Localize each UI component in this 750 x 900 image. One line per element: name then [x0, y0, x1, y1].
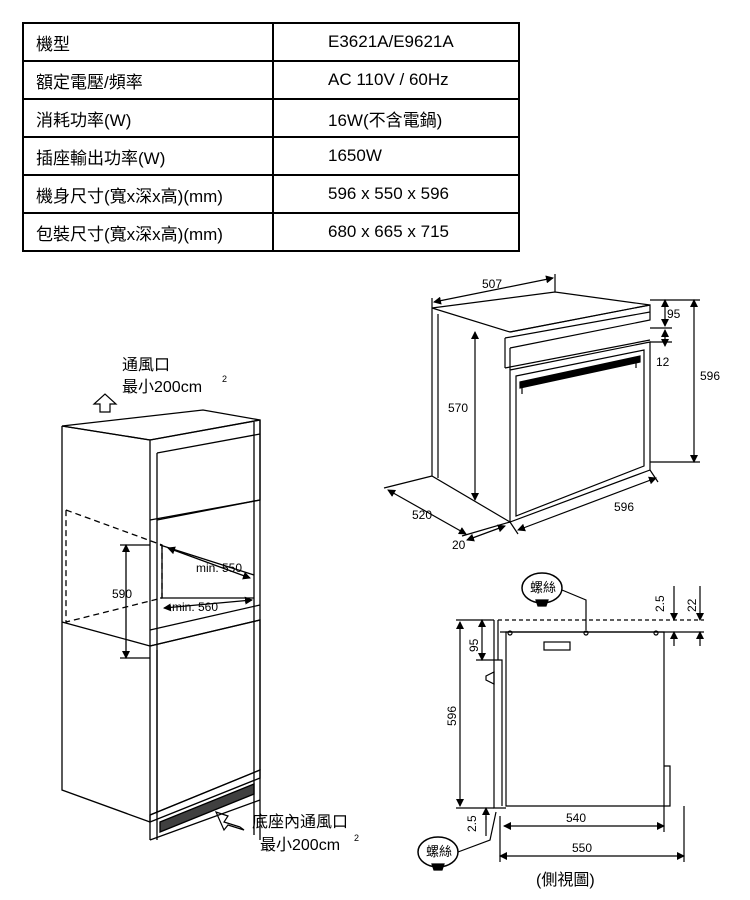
oven-isometric-labels: 507 95 12 596 570 520 20 596 — [412, 277, 720, 552]
screw-label-top: 螺絲 — [530, 580, 556, 595]
dim-12-iso: 12 — [656, 355, 670, 369]
dim-2-5-bottom: 2.5 — [465, 815, 479, 832]
bottom-vent-superscript: 2 — [354, 833, 359, 843]
dim-20: 20 — [452, 538, 466, 552]
dim-2-5-top: 2.5 — [653, 595, 667, 612]
spec-table: 機型 E3621A/E9621A 額定電壓/頻率 AC 110V / 60Hz … — [22, 22, 520, 252]
dim-596-width-iso: 596 — [614, 500, 634, 514]
arrow-up-icon — [92, 393, 118, 413]
dim-596-height-iso: 596 — [700, 369, 720, 383]
cabinet-labels: 通風口 最小200cm 2 590 min. 550 min. 560 底座內通… — [112, 356, 359, 854]
side-view-diagram — [417, 572, 704, 871]
bottom-vent-label: 底座內通風口 — [252, 813, 348, 831]
dim-520: 520 — [412, 508, 432, 522]
table-row: 包裝尺寸(寬x深x高)(mm) 680 x 665 x 715 — [22, 212, 520, 252]
screw-icon — [431, 863, 445, 871]
dim-min-560: min. 560 — [172, 600, 218, 614]
table-row: 機身尺寸(寬x深x高)(mm) 596 x 550 x 596 — [22, 174, 520, 214]
dim-570: 570 — [448, 401, 468, 415]
screw-icon — [535, 599, 549, 607]
dim-22: 22 — [685, 598, 699, 612]
dim-95-iso: 95 — [667, 307, 681, 321]
dim-507: 507 — [482, 277, 502, 291]
cabinet-diagram — [61, 393, 261, 841]
dim-min-550: min. 550 — [196, 561, 242, 575]
arrow-up-left-icon — [214, 811, 245, 832]
table-row: 插座輸出功率(W) 1650W — [22, 136, 520, 176]
spec-value-power: 16W(不含電鍋) — [272, 98, 520, 138]
dim-590: 590 — [112, 587, 132, 601]
spec-label-socket: 插座輸出功率(W) — [22, 136, 274, 176]
spec-value-body-size: 596 x 550 x 596 — [272, 174, 520, 214]
dim-540: 540 — [566, 811, 586, 825]
top-vent-min: 最小200cm — [122, 378, 202, 396]
table-row: 機型 E3621A/E9621A — [22, 22, 520, 62]
spec-label-power: 消耗功率(W) — [22, 98, 274, 138]
bottom-vent-min: 最小200cm — [260, 836, 340, 854]
spec-value-model: E3621A/E9621A — [272, 22, 520, 62]
spec-label-package-size: 包裝尺寸(寬x深x高)(mm) — [22, 212, 274, 252]
side-view-caption: (側視圖) — [536, 871, 595, 889]
dim-95-side: 95 — [467, 638, 481, 652]
spec-label-body-size: 機身尺寸(寬x深x高)(mm) — [22, 174, 274, 214]
table-row: 消耗功率(W) 16W(不含電鍋) — [22, 98, 520, 138]
dim-596-side: 596 — [445, 706, 459, 726]
table-row: 額定電壓/頻率 AC 110V / 60Hz — [22, 60, 520, 100]
oven-isometric-diagram — [383, 274, 700, 542]
top-vent-superscript: 2 — [222, 374, 227, 384]
spec-value-package-size: 680 x 665 x 715 — [272, 212, 520, 252]
spec-label-model: 機型 — [22, 22, 274, 62]
dim-550: 550 — [572, 841, 592, 855]
screw-label-bottom: 螺絲 — [426, 844, 452, 859]
spec-value-socket: 1650W — [272, 136, 520, 176]
side-view-labels: 螺絲 螺絲 2.5 22 95 596 2.5 540 550 (側視圖) — [426, 580, 699, 889]
spec-label-voltage: 額定電壓/頻率 — [22, 60, 274, 100]
spec-value-voltage: AC 110V / 60Hz — [272, 60, 520, 100]
top-vent-label: 通風口 — [122, 356, 170, 374]
